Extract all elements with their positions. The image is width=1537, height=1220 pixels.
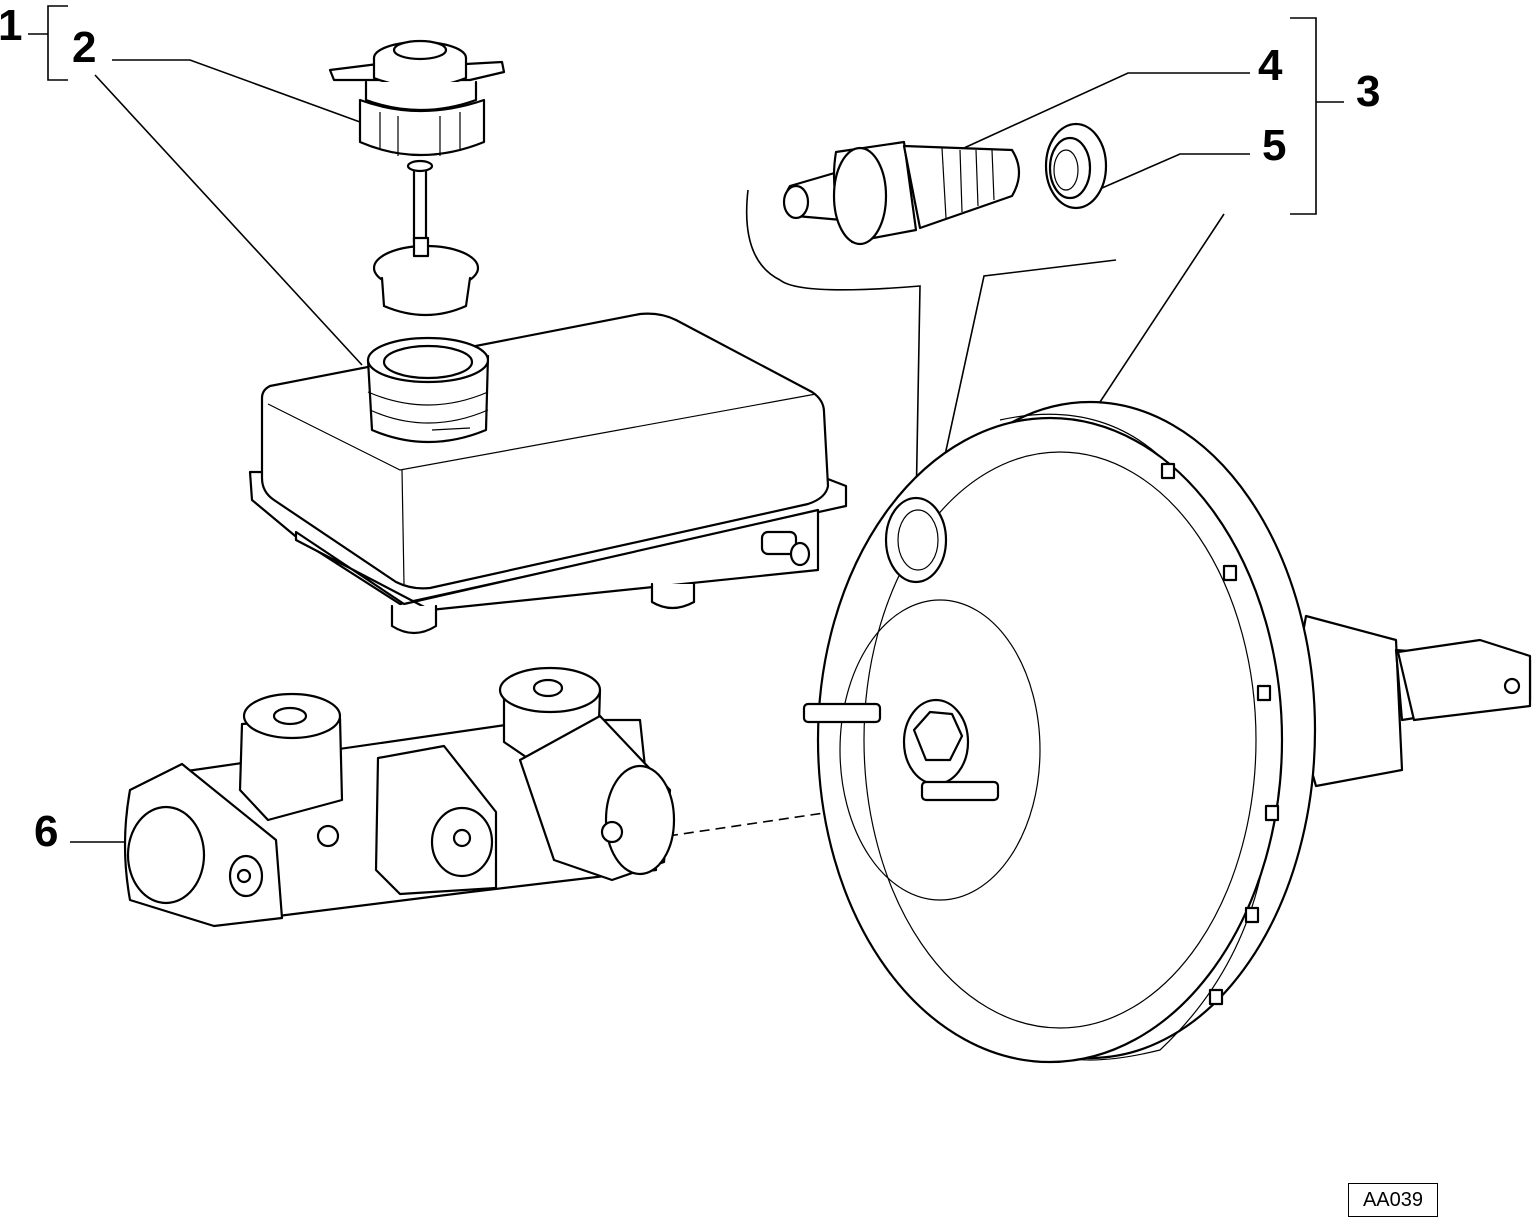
master-cylinder: [123, 666, 676, 928]
callout-6: 6: [34, 807, 58, 856]
brake-servo: [802, 400, 1532, 1064]
callout-1: 1: [0, 1, 22, 50]
callout-labels: 1 2 3 4 5 6: [0, 1, 1380, 856]
callout-2: 2: [72, 23, 96, 72]
fluid-reservoir: [248, 312, 848, 635]
leader-lines: [28, 5, 1344, 843]
reservoir-cap: [328, 39, 506, 317]
callout-3: 3: [1356, 67, 1380, 116]
callout-5: 5: [1262, 121, 1286, 170]
callout-4: 4: [1258, 41, 1283, 90]
drawing-code: AA039: [1348, 1183, 1438, 1217]
vacuum-valve: [782, 140, 1021, 246]
insertion-guide: [745, 189, 1117, 525]
grommet: [1044, 122, 1108, 210]
